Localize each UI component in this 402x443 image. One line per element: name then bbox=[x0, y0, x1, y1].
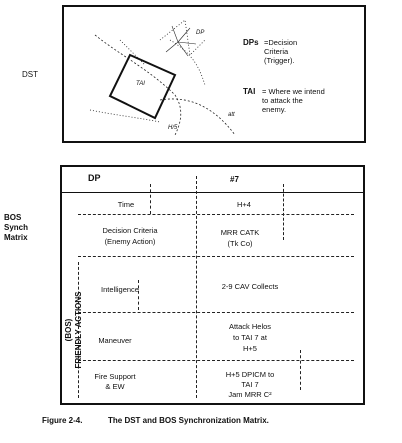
callout-att: att bbox=[228, 112, 235, 118]
row-intel-value: 2-9 CAV Collects bbox=[221, 282, 279, 291]
row-divider-3 bbox=[78, 312, 354, 313]
caption-figure: Figure 2-4. bbox=[42, 416, 83, 425]
row-intel-label: Intelligence bbox=[101, 285, 139, 294]
row-fire-label: Fire Support & EW bbox=[94, 372, 136, 391]
tai-label: TAI bbox=[136, 81, 145, 87]
tai-square bbox=[108, 53, 177, 120]
row-time-label: Time bbox=[117, 200, 135, 209]
legend-dp-key: DPs bbox=[243, 38, 259, 47]
matrix-side-label: BOS Synch Matrix bbox=[4, 213, 29, 242]
row-maneuver-value: Attack Helos to TAI 7 at H+5 bbox=[228, 322, 272, 353]
header-dp: DP bbox=[88, 173, 101, 183]
col-divider-left bbox=[150, 184, 151, 214]
row-decision-label: Decision Criteria (Enemy Action) bbox=[102, 226, 158, 246]
row-fire-value: H+5 DPICM to TAI 7 Jam MRR C² bbox=[225, 370, 275, 399]
callout-h5: H/5 bbox=[168, 125, 178, 131]
row-divider-2 bbox=[78, 256, 354, 257]
legend-tai-key: TAI bbox=[243, 87, 256, 96]
row-divider-4 bbox=[78, 360, 354, 361]
bos-matrix bbox=[60, 165, 365, 405]
legend-tai-def: = Where we intend to attack the enemy. bbox=[262, 87, 325, 114]
row-maneuver-label: Maneuver bbox=[98, 336, 132, 345]
col-divider-right-b bbox=[300, 350, 301, 390]
header-rule bbox=[62, 192, 363, 193]
header-num: #7 bbox=[230, 175, 239, 184]
dp-callout: DP bbox=[196, 30, 205, 36]
col-divider bbox=[196, 176, 197, 398]
legend-dp-def: =Decision Criteria (Trigger). bbox=[264, 38, 298, 65]
left-gutter bbox=[78, 262, 79, 398]
dst-panel bbox=[62, 5, 366, 143]
col-divider-left-b bbox=[138, 280, 139, 310]
row-time-value: H+4 bbox=[237, 200, 251, 209]
row-decision-value: MRR CATK (Tk Co) bbox=[220, 228, 260, 248]
row-divider-1 bbox=[78, 214, 354, 215]
dp-starburst bbox=[165, 25, 197, 57]
caption-title: The DST and BOS Synchronization Matrix. bbox=[108, 416, 269, 425]
col-divider-right bbox=[283, 184, 284, 240]
dst-label: DST bbox=[22, 70, 38, 79]
